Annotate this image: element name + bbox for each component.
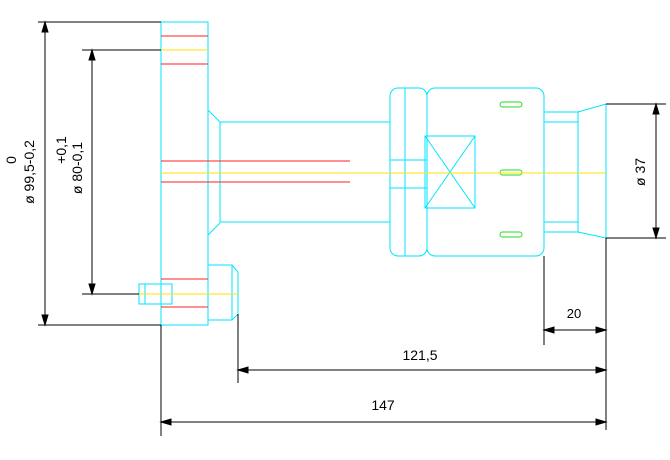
window-cross: [424, 135, 476, 209]
outer-diameter-tolerance: 0: [3, 156, 19, 164]
slots: [499, 101, 523, 238]
hidden-lines: [161, 35, 350, 308]
dimension-lines: [38, 20, 666, 436]
inner-diameter-tolerance: +0,1: [53, 136, 69, 164]
center-lines: [139, 49, 606, 295]
dimension-labels: 0 ø 99,5-0,2 +0,1 ø 80-0,1 ø 37 20 121,5…: [3, 136, 648, 413]
tip-outline: [543, 103, 607, 239]
hub-ring: [389, 87, 428, 257]
inner-diameter-label: ø 80-0,1: [69, 142, 85, 194]
main-shaft: [219, 121, 391, 223]
length-from-boss-label: 121,5: [402, 347, 437, 363]
part-outline: [138, 21, 607, 326]
lower-boss: [208, 264, 239, 321]
main-body: [426, 87, 545, 257]
overall-length-label: 147: [371, 397, 395, 413]
flange-step-top: [207, 109, 221, 123]
tip-diameter-label: ø 37: [632, 158, 648, 186]
flange-step-bottom: [207, 222, 221, 236]
outer-diameter-label: ø 99,5-0,2: [21, 140, 37, 204]
tip-length-label: 20: [567, 306, 581, 321]
